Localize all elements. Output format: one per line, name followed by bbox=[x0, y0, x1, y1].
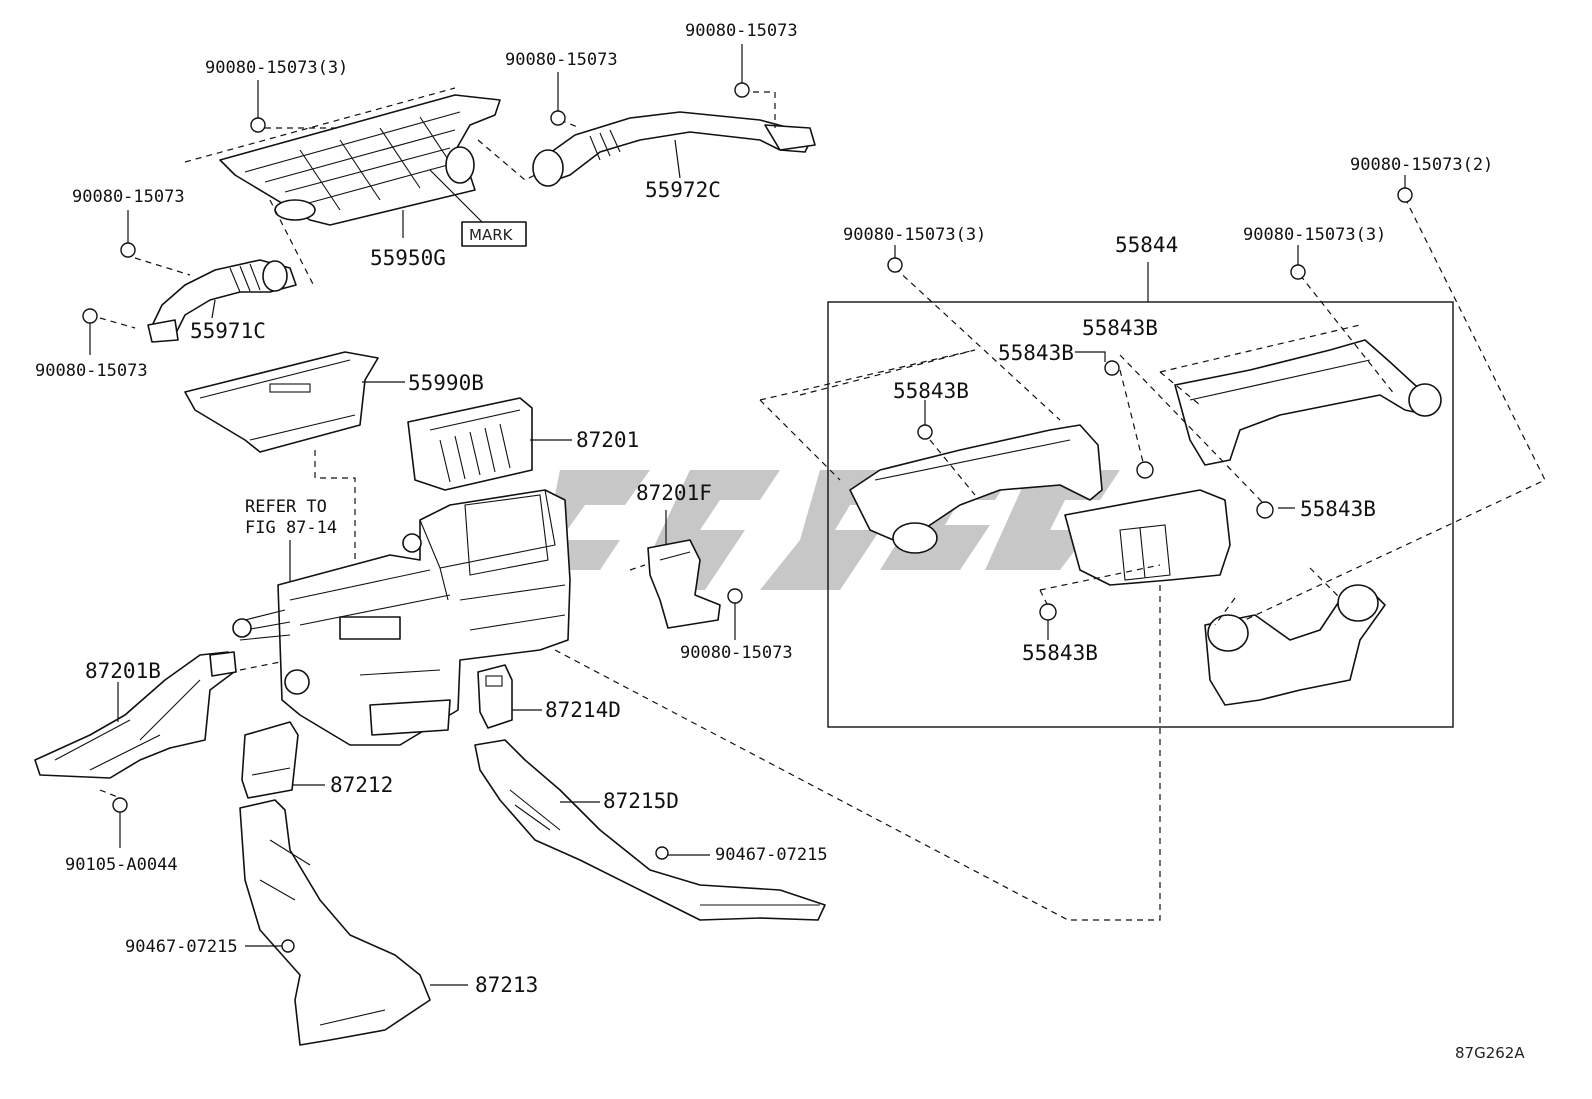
part-87201b-drawing bbox=[34, 651, 237, 779]
part-55972c-drawing bbox=[532, 111, 816, 187]
label-part-87201b: 87201B bbox=[85, 659, 161, 683]
assembly-55844-frame bbox=[827, 301, 1454, 728]
label-bolt-87201f: 90080-15073 bbox=[680, 643, 793, 663]
part-87201f-drawing bbox=[647, 539, 721, 629]
mark-box bbox=[461, 221, 527, 247]
label-part-55844: 55844 bbox=[1115, 233, 1178, 257]
part-55844-drawing bbox=[849, 339, 1442, 706]
label-refer-line2: FIG 87-14 bbox=[245, 518, 337, 538]
label-part-55972c: 55972C bbox=[645, 178, 721, 202]
label-part-87201: 87201 bbox=[576, 428, 639, 452]
label-part-87213: 87213 bbox=[475, 973, 538, 997]
label-bolt-right-a: 90080-15073(3) bbox=[843, 225, 986, 245]
label-part-55950g: 55950G bbox=[370, 246, 446, 270]
part-87212-drawing bbox=[241, 721, 299, 799]
part-55990b-drawing bbox=[184, 351, 379, 453]
label-part-87215d: 87215D bbox=[603, 789, 679, 813]
label-bolt-left-upper: 90080-15073 bbox=[72, 187, 185, 207]
label-bolt-top-right: 90080-15073 bbox=[685, 21, 798, 41]
label-bolt-right-c: 90080-15073(2) bbox=[1350, 155, 1493, 175]
clip-icons-55843b bbox=[887, 187, 1413, 621]
label-clip-87213: 90467-07215 bbox=[125, 937, 238, 957]
part-87215d-drawing bbox=[474, 739, 826, 921]
label-bolt-top-left: 90080-15073(3) bbox=[205, 58, 348, 78]
label-mark: MARK bbox=[469, 226, 514, 244]
label-part-55843b-5: 55843B bbox=[1022, 641, 1098, 665]
bolt-icons bbox=[82, 82, 750, 953]
label-part-55843b-1: 55843B bbox=[1082, 316, 1158, 340]
label-bolt-right-b: 90080-15073(3) bbox=[1243, 225, 1386, 245]
label-part-87201f: 87201F bbox=[636, 481, 712, 505]
label-refer-line1: REFER TO bbox=[245, 497, 327, 517]
label-part-55843b-2: 55843B bbox=[998, 341, 1074, 365]
label-part-87212: 87212 bbox=[330, 773, 393, 797]
label-clip-87215d: 90467-07215 bbox=[715, 845, 828, 865]
label-bolt-top-mid: 90080-15073 bbox=[505, 50, 618, 70]
label-part-55971c: 55971C bbox=[190, 319, 266, 343]
hvac-unit-drawing bbox=[232, 489, 571, 746]
label-part-55843b-4: 55843B bbox=[1300, 497, 1376, 521]
label-part-87214d: 87214D bbox=[545, 698, 621, 722]
label-screw-87201b: 90105-A0044 bbox=[65, 855, 178, 875]
label-part-55990b: 55990B bbox=[408, 371, 484, 395]
label-part-55843b-3: 55843B bbox=[893, 379, 969, 403]
label-bolt-left-lower: 90080-15073 bbox=[35, 361, 148, 381]
part-55971c-drawing bbox=[147, 259, 297, 343]
part-55950g-drawing bbox=[219, 94, 501, 226]
part-87201-drawing bbox=[407, 397, 533, 491]
part-87214d-drawing bbox=[477, 664, 513, 729]
label-figure-code: 87G262A bbox=[1455, 1044, 1525, 1062]
part-87213-drawing bbox=[239, 799, 431, 1046]
